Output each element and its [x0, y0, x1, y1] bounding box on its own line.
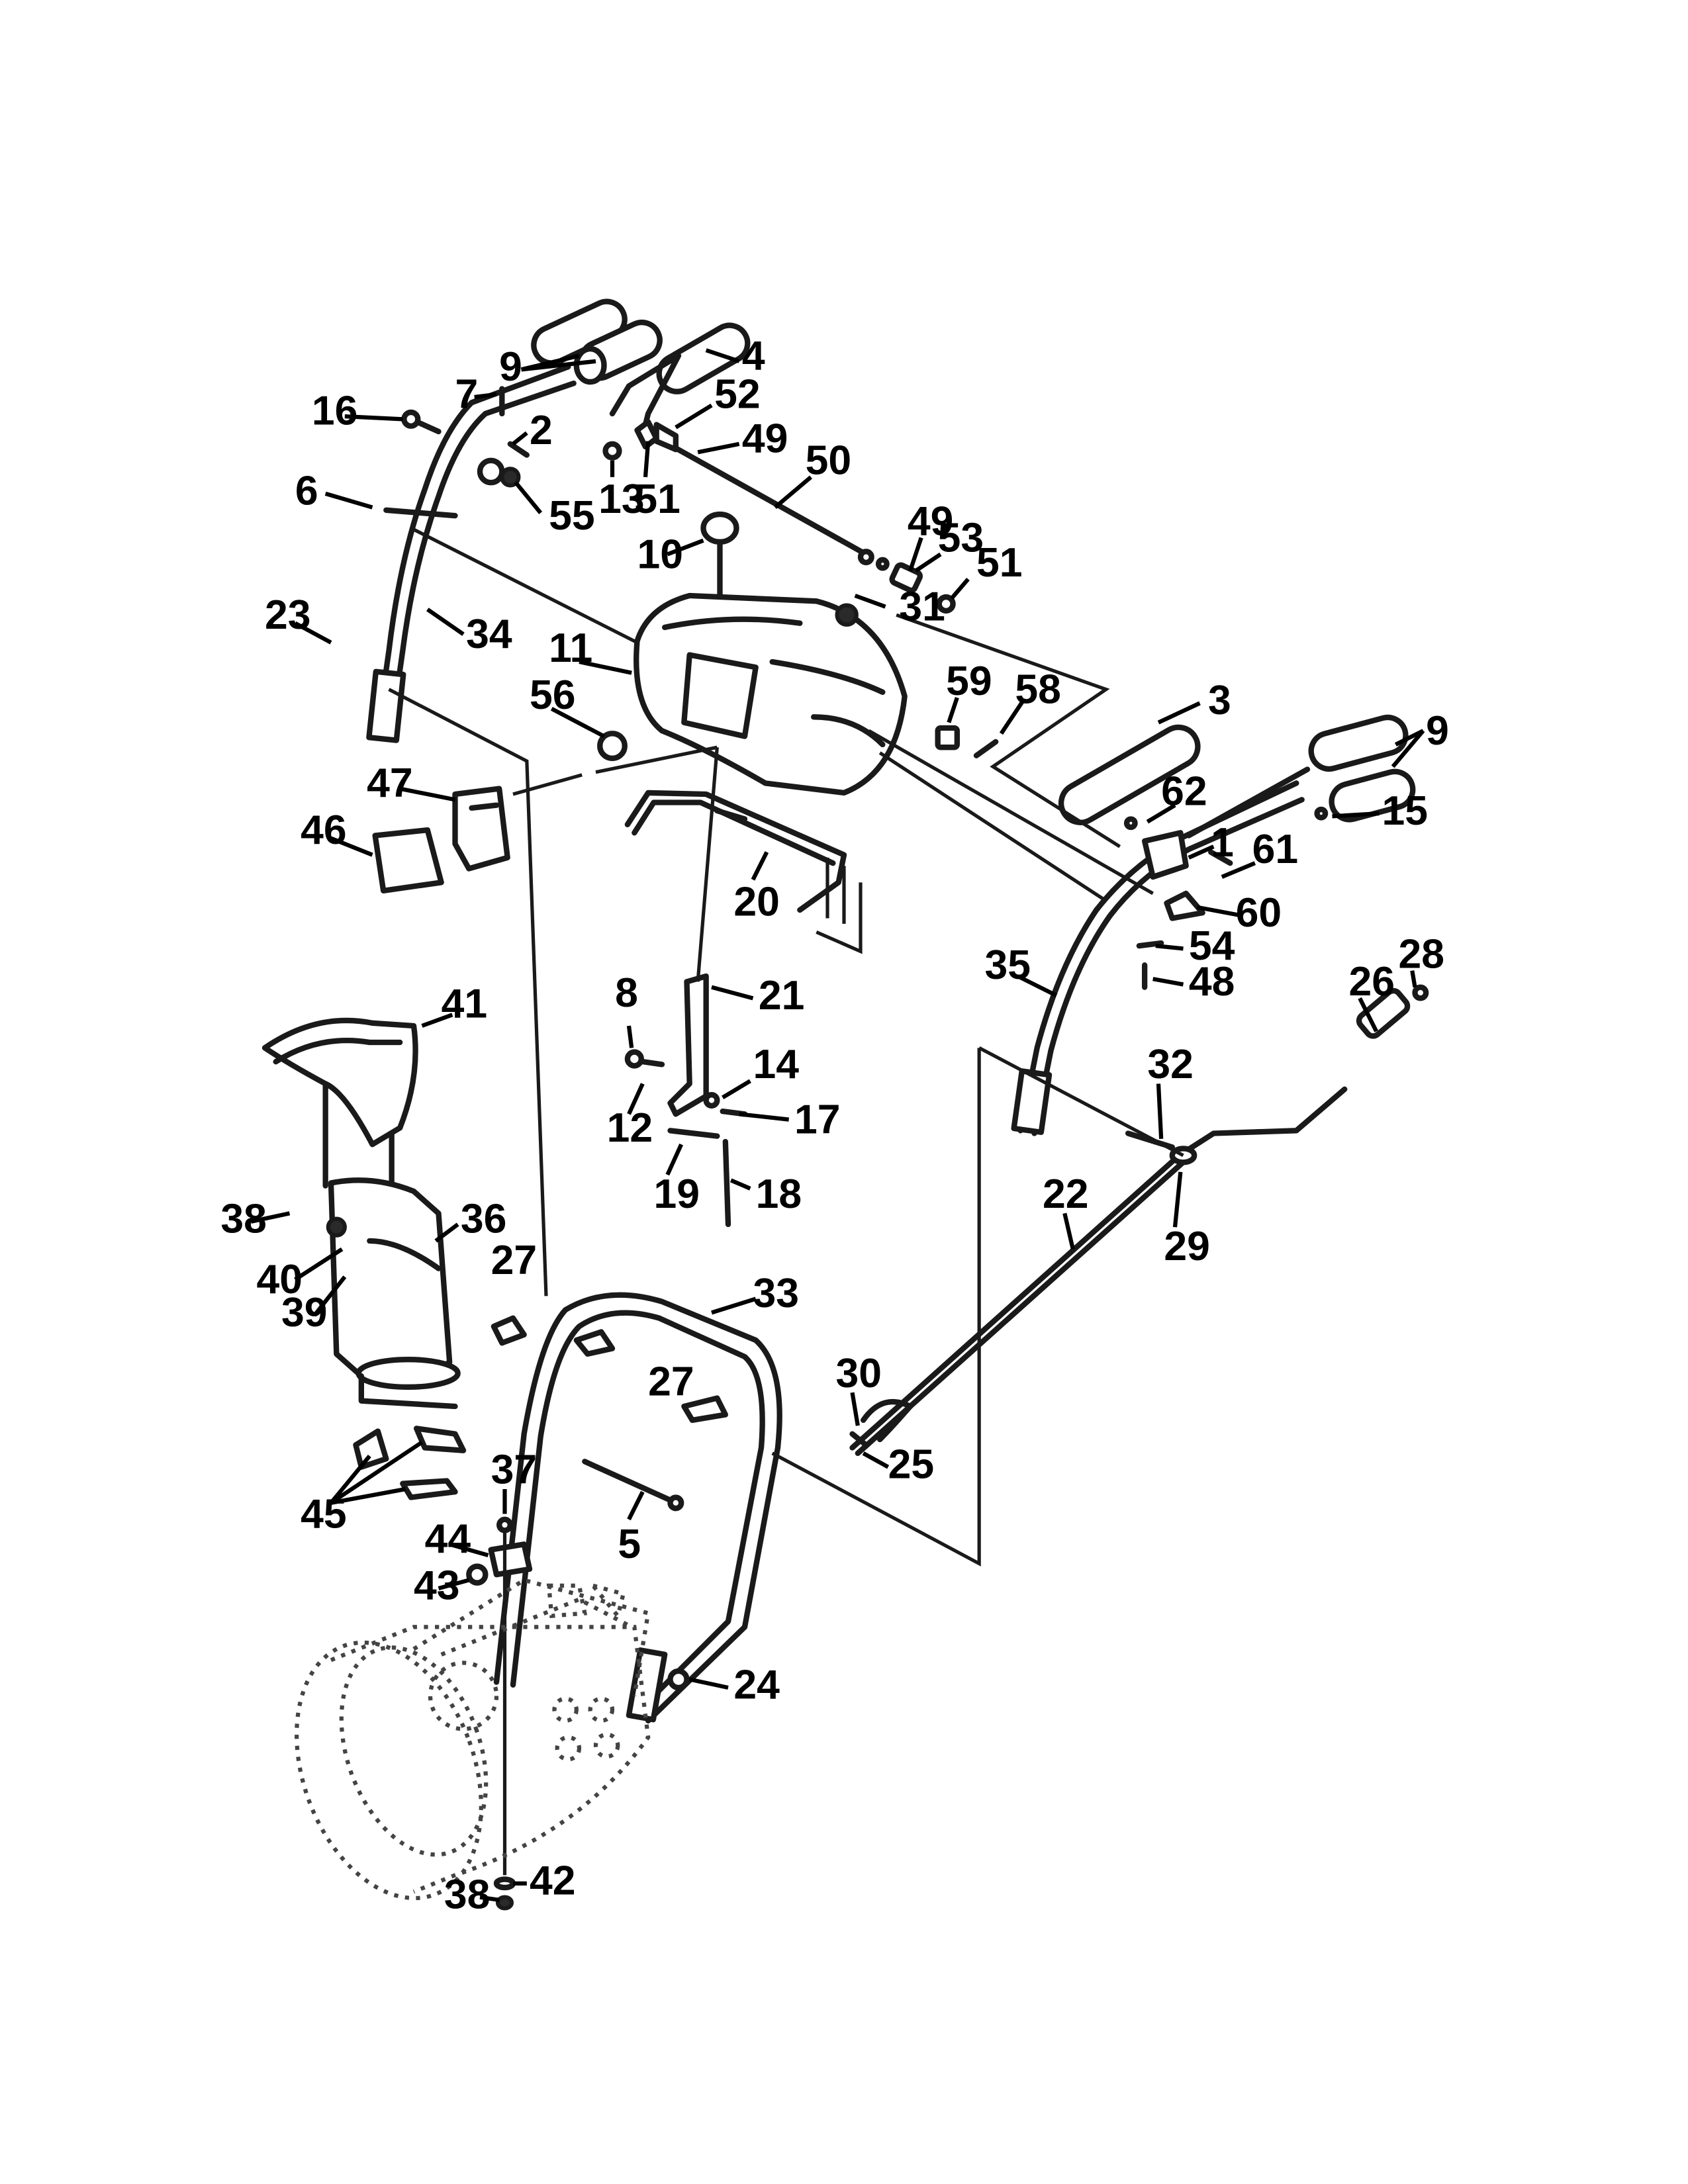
right-handle-hardware: [1123, 806, 1329, 990]
callout-19: 19: [654, 1171, 700, 1217]
callout-3: 3: [1208, 677, 1231, 723]
callout-52: 52: [714, 371, 761, 418]
callout-54: 54: [1189, 923, 1235, 969]
callout-28: 28: [1399, 931, 1445, 978]
chute-lever-plate: [624, 973, 748, 1228]
callout-43: 43: [414, 1563, 460, 1609]
auger-housing: [295, 1578, 651, 1901]
left-handle-hardware: [383, 386, 679, 519]
callout-49-top: 49: [742, 415, 788, 461]
callout-24: 24: [733, 1662, 780, 1708]
callout-1: 1: [1211, 819, 1234, 866]
chute-deflector: [261, 1017, 418, 1244]
callout-17: 17: [794, 1097, 841, 1143]
callout-41: 41: [442, 981, 488, 1027]
callout-56: 56: [530, 672, 576, 718]
callout-51-mid: 51: [976, 539, 1023, 586]
chute-crank-rod: [849, 984, 1429, 1456]
callout-30: 30: [836, 1350, 882, 1396]
dash-panel: [633, 592, 908, 796]
callout-32: 32: [1147, 1041, 1194, 1087]
callout-18: 18: [756, 1171, 802, 1217]
callout-12: 12: [607, 1105, 653, 1151]
knob: [700, 511, 739, 610]
callout-23: 23: [265, 592, 311, 638]
callout-29: 29: [1164, 1223, 1210, 1269]
callout-58: 58: [1015, 666, 1061, 713]
callout-39: 39: [281, 1289, 328, 1336]
dash-bracket: [624, 790, 847, 913]
callout-11: 11: [549, 625, 592, 671]
callout-34: 34: [466, 611, 512, 657]
chute-clamps: [353, 1315, 527, 1500]
callout-60: 60: [1236, 889, 1282, 936]
callout-22: 22: [1043, 1171, 1089, 1217]
callout-59: 59: [946, 658, 992, 704]
callout-50: 50: [806, 437, 852, 484]
callout-36: 36: [461, 1196, 507, 1242]
callout-61: 61: [1252, 826, 1299, 872]
lower-handle: [493, 1292, 782, 1724]
callout-40: 40: [257, 1256, 303, 1302]
callout-5: 5: [618, 1521, 641, 1567]
callout-35: 35: [985, 942, 1031, 988]
callout-26: 26: [1349, 958, 1395, 1005]
callout-6: 6: [295, 468, 318, 514]
callout-46: 46: [301, 807, 347, 853]
callout-37: 37: [491, 1447, 538, 1493]
callout-13: 13: [598, 476, 645, 522]
callout-9-right: 9: [1426, 707, 1449, 754]
callout-38-bottom: 38: [444, 1871, 491, 1917]
callout-31: 31: [899, 584, 945, 630]
callout-20: 20: [733, 878, 780, 925]
callout-33: 33: [753, 1270, 800, 1316]
cable-rod: [673, 445, 956, 614]
callout-9-left: 9: [499, 343, 522, 390]
callout-48: 48: [1189, 958, 1235, 1005]
callout-4: 4: [742, 332, 765, 379]
callout-labels: 1 2 3 4 5 6 7 8 9 9 10 11 12 13 14 15 16…: [220, 332, 1449, 1917]
chute-shield-parts: [372, 786, 510, 894]
left-grips: [531, 298, 663, 385]
callout-8: 8: [615, 970, 638, 1016]
callout-49-mid: 49: [908, 498, 954, 544]
callout-25: 25: [888, 1441, 935, 1487]
callout-55: 55: [549, 492, 595, 539]
callout-53: 53: [938, 514, 984, 561]
panel-small-parts: [597, 725, 999, 762]
callout-62: 62: [1161, 768, 1207, 815]
callout-7: 7: [455, 371, 479, 418]
callout-10: 10: [637, 531, 684, 577]
callout-15: 15: [1382, 788, 1429, 834]
callout-51-top: 51: [634, 476, 680, 522]
callout-47: 47: [367, 760, 413, 806]
callout-44: 44: [425, 1516, 471, 1562]
callout-2: 2: [530, 407, 553, 453]
callout-21: 21: [759, 972, 805, 1019]
callout-27-handle: 27: [648, 1358, 694, 1404]
callout-42: 42: [530, 1858, 576, 1904]
callout-leaders: [250, 348, 1425, 1902]
callout-38-top: 38: [220, 1196, 267, 1242]
callout-14: 14: [753, 1041, 800, 1087]
callout-16: 16: [312, 388, 358, 434]
left-upper-handle: [366, 364, 577, 743]
discharge-chute: [326, 1177, 461, 1410]
assembly-guide-lines: [388, 527, 1184, 1567]
callout-45: 45: [301, 1490, 347, 1537]
callout-27-chute: 27: [491, 1237, 538, 1283]
chute-mount-hardware: [466, 1516, 533, 1911]
right-grips: [1058, 714, 1416, 839]
